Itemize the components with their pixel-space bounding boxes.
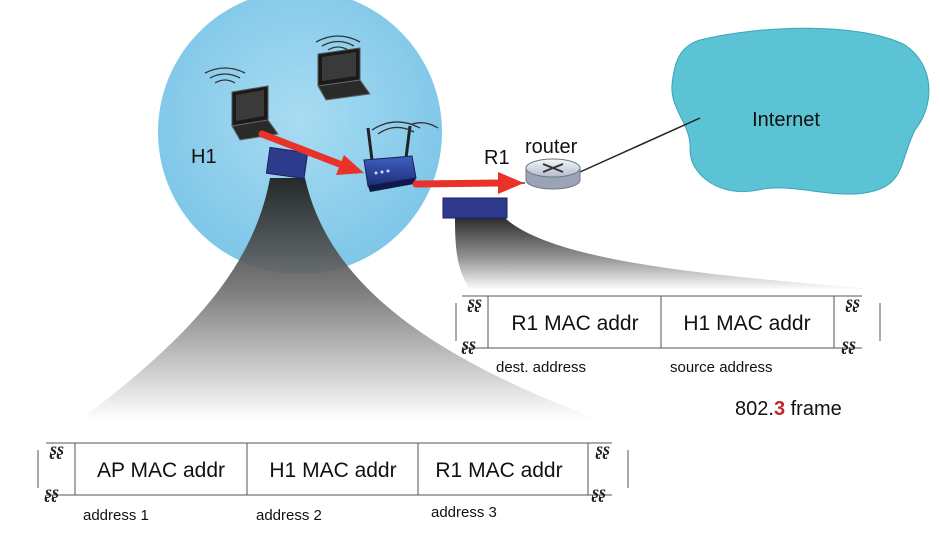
svg-text:ʂʂ: ʂʂ [595, 439, 610, 459]
frame-8023: ʂʂ ʂʂ ʂʂ ʂʂ [455, 292, 881, 354]
h1-label: H1 [191, 146, 217, 168]
packet-80211 [265, 146, 309, 180]
svg-text:ʂʂ: ʂʂ [845, 292, 860, 312]
arrow-ap-to-router [412, 172, 524, 194]
frame-80211: ʂʂ ʂʂ ʂʂ ʂʂ [37, 439, 629, 502]
router-label: router [525, 136, 578, 158]
frame-8023-field: R1 MAC addr [511, 312, 638, 335]
svg-text:ʂʂ: ʂʂ [841, 334, 856, 354]
frame-8023-title-highlight: 3 [774, 398, 785, 420]
svg-text:ʂʂ: ʂʂ [49, 439, 64, 459]
frame-80211-field: H1 MAC addr [269, 459, 396, 482]
packet-8023 [442, 197, 508, 219]
svg-text:ʂʂ: ʂʂ [44, 482, 59, 502]
frame-80211-field: AP MAC addr [97, 459, 225, 482]
frame-8023-caption: dest. address [496, 359, 586, 376]
frame-zoom-cone-8023 [455, 218, 880, 290]
router-icon [525, 158, 581, 190]
svg-text:ʂʂ: ʂʂ [591, 482, 606, 502]
access-point-icon [363, 121, 439, 192]
internet-label: Internet [752, 109, 820, 131]
laptop-icon [315, 35, 371, 101]
frame-8023-title: 802.3 frame [735, 398, 842, 420]
svg-text:ʂʂ: ʂʂ [467, 292, 482, 312]
frame-80211-field: R1 MAC addr [435, 459, 562, 482]
r1-label: R1 [484, 147, 510, 169]
svg-text:ʂʂ: ʂʂ [461, 334, 476, 354]
frame-8023-field: H1 MAC addr [683, 312, 810, 335]
frame-80211-caption: address 1 [83, 507, 149, 524]
internet-cloud [671, 27, 930, 195]
arrow-h1-to-ap [258, 130, 364, 175]
frame-80211-caption: address 2 [256, 507, 322, 524]
frame-8023-caption: source address [670, 359, 773, 376]
frame-80211-caption: address 3 [431, 504, 497, 521]
laptop-icon [204, 67, 279, 141]
router-internet-link [579, 117, 701, 173]
frame-zoom-cone-80211 [80, 178, 600, 420]
